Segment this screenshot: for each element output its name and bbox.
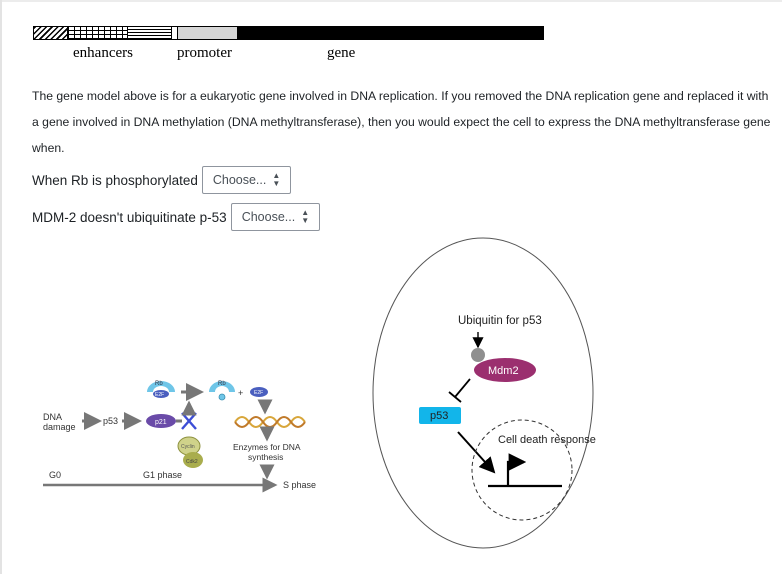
promoter-segment [178,27,238,39]
mdm2-label: Mdm2 [488,365,519,377]
cdk2-label: Cdk2 [186,459,198,465]
cell-cycle-figure: DNA damage p53 p21 Rb E2F Rb + E2F Cycli… [43,381,316,493]
s-phase-label: S phase [283,480,316,490]
page-left-border [0,0,2,574]
rb-phosphorylated-shape [209,381,235,392]
promoter-label: promoter [177,45,232,61]
question-2-selected: Choose... [241,210,296,224]
enhancer-segment-grid [68,27,128,39]
ubiquitin-label: Ubiquitin for p53 [458,315,542,327]
e2f-protein-shape [153,390,169,398]
question-1-select[interactable]: Choose... ▲▼ [201,166,292,194]
rb-label: Rb [155,381,163,387]
arrow-p53-to-death [457,431,496,474]
enhancer-segment-striped [128,27,172,39]
question-1-selected: Choose... [212,173,267,187]
rb-label-2: Rb [218,381,226,387]
transcription-start-arrow-icon [506,453,527,486]
dna-damage-label-1: DNA [43,412,62,422]
e2f-free-label: E2F [254,390,263,396]
e2f-free-shape [250,387,268,397]
cell-outline [372,237,594,549]
rb-protein-shape [147,381,175,392]
question-text: The gene model above is for a eukaryotic… [32,89,771,155]
cell-death-label: Cell death response [498,434,596,446]
p21-protein-shape [146,414,176,428]
cell-death-circle [471,419,573,521]
phosphate-icon [218,393,226,401]
enzymes-label-1: Enzymes for DNA [233,442,301,452]
updown-caret-icon: ▲▼ [301,208,310,225]
inhibition-x-icon [181,412,197,430]
g0-label: G0 [49,470,61,480]
cyclin-label: Cyclin [181,444,195,450]
enhancers-label: enhancers [73,45,133,61]
p53-box-label: p53 [430,410,448,422]
gene-label: gene [327,45,356,61]
inhibition-bar [448,391,462,403]
p21-protein-label: p21 [155,419,167,426]
dna-helix-strand-1 [234,416,306,428]
ubiquitin-icon [471,348,485,362]
gene-model-bar [33,26,544,40]
question-row-2: MDM-2 doesn't ubiquitinate p-53 Choose..… [32,203,321,231]
updown-caret-icon: ▲▼ [272,171,281,188]
enzymes-label-2: synthesis [248,452,283,462]
enhancer-segment-hatched [34,27,68,39]
p53-pathway-figure: Ubiquitin for p53 Mdm2 p53 Cell death re… [372,237,596,549]
mdm2-shape [474,358,536,382]
question-1-prompt: When Rb is phosphorylated [32,172,198,188]
question-2-prompt: MDM-2 doesn't ubiquitinate p-53 [32,209,227,225]
mdm2-inhibits-p53-line [454,378,471,398]
spacer-segment [172,27,178,39]
question-row-1: When Rb is phosphorylated Choose... ▲▼ [32,166,292,194]
p53-box [419,407,461,424]
p53-label: p53 [103,416,118,426]
cdk2-shape [183,452,203,468]
e2f-label: E2F [155,392,164,398]
g1-phase-label: G1 phase [143,470,182,480]
page-top-border [0,0,782,2]
question-2-select[interactable]: Choose... ▲▼ [230,203,321,231]
dna-damage-label-2: damage [43,422,76,432]
plus-sign: + [238,388,243,398]
